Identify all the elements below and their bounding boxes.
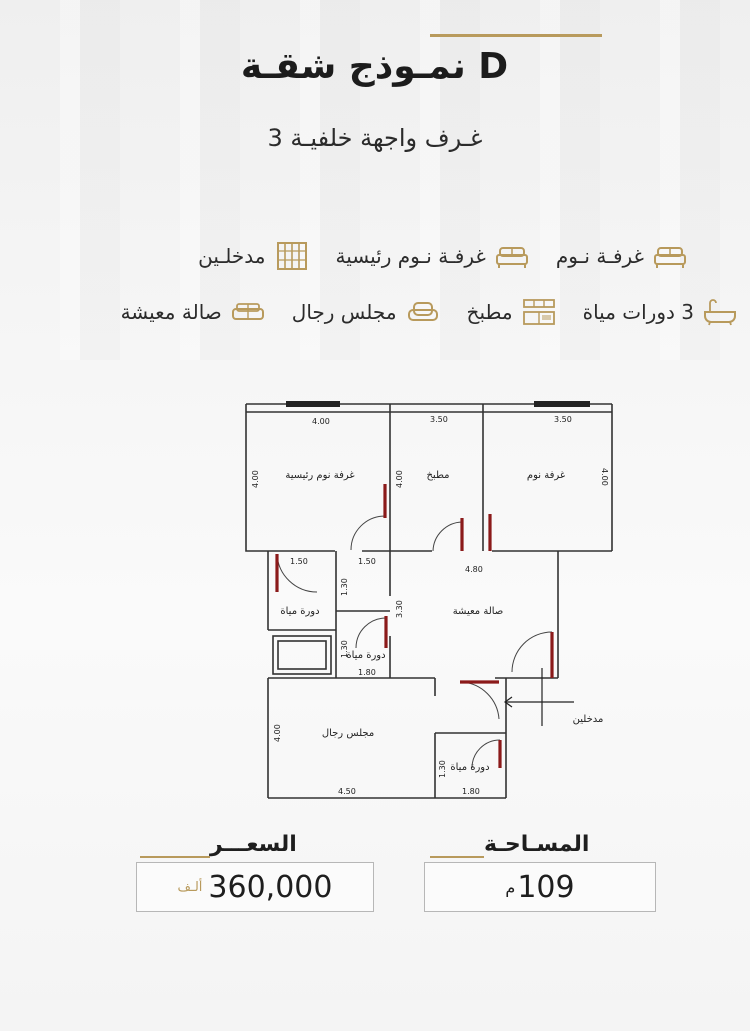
area-value: 109 [517, 869, 575, 905]
dim-bedroom-height: 4.00 [600, 468, 609, 486]
sofa-icon [230, 298, 266, 326]
dim-bath-height-2: 1.30 [340, 640, 349, 658]
armchair-icon [405, 298, 441, 326]
feature-label: مدخلـين [198, 244, 266, 268]
door-icon [274, 242, 310, 270]
feature-bathrooms: 3 دورات مياة [583, 298, 738, 326]
room-bedroom: غرفة نوم [527, 470, 565, 481]
dim-majlis-height: 4.00 [273, 724, 282, 742]
room-master-bedroom: غرفة نوم رئيسية [285, 470, 354, 481]
dim-master-height: 4.00 [251, 470, 260, 488]
room-bath-3: دورة مياة [450, 762, 489, 773]
dim-bath3-height: 1.30 [438, 760, 447, 778]
bed-icon [652, 242, 688, 270]
floor-plan-drawing: 4.00 3.50 3.50 4.00 4.00 4.00 1.50 1.50 … [245, 401, 613, 799]
area-underline [430, 856, 484, 858]
page-subtitle: 3 غـرف واجهة خلفيـة [267, 124, 483, 152]
feature-label: غرفـة نـوم رئيسية [335, 244, 486, 268]
features-row-1: مدخلـين غرفـة نـوم رئيسية غرفـة نـوم [198, 242, 688, 270]
dim-bath-width-1: 1.50 [290, 557, 308, 566]
page-title: نمـوذج شقـة D [240, 46, 510, 87]
dim-master-width: 4.00 [312, 417, 330, 426]
title-accent-line [430, 34, 602, 37]
price-underline [140, 856, 210, 858]
dim-bath-width-2: 1.50 [358, 557, 376, 566]
floor-plan: 4.00 3.50 3.50 4.00 4.00 4.00 1.50 1.50 … [240, 396, 620, 806]
area-box: م 109 [424, 862, 656, 912]
dim-bath-height-1: 1.30 [340, 578, 349, 596]
room-kitchen: مطبخ [426, 470, 449, 481]
dim-bath-bottom: 1.80 [358, 668, 376, 677]
feature-label: مجلس رجال [291, 300, 397, 324]
price-unit: ألـف [177, 879, 203, 895]
dim-kitchen-width: 3.50 [430, 415, 448, 424]
area-label: المسـاحـة [484, 832, 590, 857]
price-value: 360,000 [208, 869, 333, 905]
bathtub-icon [702, 298, 738, 326]
feature-majlis: مجلس رجال [292, 298, 441, 326]
room-living: صالة معيشة [453, 606, 504, 617]
kitchen-icon [521, 298, 557, 326]
feature-kitchen: مطبخ [467, 298, 557, 326]
features-row-2: صالة معيشة مجلس رجال مطبخ 3 دورات مياة [121, 298, 738, 326]
price-box: ألـف 360,000 [136, 862, 374, 912]
feature-master-bedroom: غرفـة نـوم رئيسية [336, 242, 530, 270]
feature-label: غرفـة نـوم [555, 244, 644, 268]
area-unit: م [505, 877, 516, 897]
feature-label: مطبخ [466, 300, 513, 324]
dim-living-width: 4.80 [465, 565, 483, 574]
feature-living: صالة معيشة [121, 298, 266, 326]
dim-majlis-width: 4.50 [338, 787, 356, 796]
room-majlis: مجلس رجال [322, 728, 374, 739]
room-bath-1: دورة مياة [280, 606, 319, 617]
dim-bath3-width: 1.80 [462, 787, 480, 796]
price-label: السعـــر [210, 832, 297, 857]
feature-label: صالة معيشة [120, 300, 222, 324]
bed-icon [494, 242, 530, 270]
dim-bedroom-width: 3.50 [554, 415, 572, 424]
room-entrance: مدخلين [573, 714, 604, 725]
dim-living-height: 3.30 [395, 600, 404, 618]
feature-bedroom: غرفـة نـوم [556, 242, 688, 270]
dim-kitchen-height: 4.00 [395, 470, 404, 488]
room-bath-2: دورة مياة [346, 650, 385, 661]
feature-label: 3 دورات مياة [582, 300, 694, 324]
feature-entrances: مدخلـين [198, 242, 309, 270]
